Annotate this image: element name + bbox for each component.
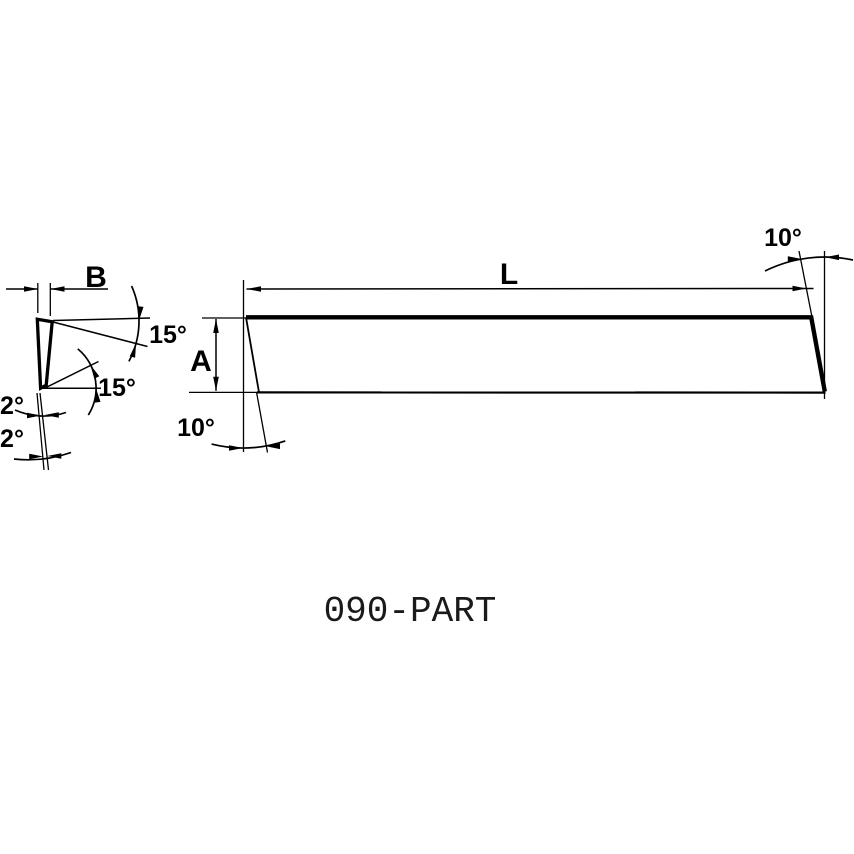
label-taper-angle-2: 2° (0, 425, 24, 453)
label-width: B (85, 261, 107, 294)
dimension-height: A (189, 317, 259, 394)
ext-line-right-slant (798, 250, 813, 317)
angle-arc-bottom-left (211, 440, 286, 449)
arrowhead-taper2-left (29, 453, 44, 460)
arrowhead-length-right (792, 285, 807, 292)
angle-arc-taper-2 (13, 451, 72, 461)
arrowhead-taper2-right (47, 453, 62, 459)
label-height: A (190, 345, 212, 378)
arrowhead-upper15-top (137, 306, 144, 321)
dimension-angle-bottom-left: 10° (177, 391, 286, 453)
side-view: L A 10° 10° (177, 224, 854, 453)
arrowhead-taper1-left (27, 412, 41, 419)
ray-lower-slant (45, 360, 99, 389)
label-angle-upper-15: 15° (149, 321, 187, 349)
label-angle-top-right: 10° (764, 224, 802, 252)
taper-line-left (36, 392, 45, 471)
part-right-edge (808, 315, 827, 392)
arrowhead-lower15-top (90, 365, 100, 379)
dimension-angle-lower-15: 15° (43, 348, 136, 416)
wedge-profile (35, 317, 54, 391)
dim-line-length (246, 287, 814, 290)
arrowhead-height-top (213, 319, 219, 333)
arrowhead-width-left (24, 286, 38, 292)
angle-arc-top-right (764, 256, 854, 272)
arrowhead-taper1-right (44, 412, 59, 418)
arrowhead-tr-angle-right (825, 254, 839, 261)
angle-arc-lower-15 (77, 348, 97, 416)
angle-arc-taper-1 (14, 409, 67, 417)
ext-line-slant-below (255, 391, 269, 453)
label-taper-angle-1: 2° (0, 392, 24, 420)
arrowhead-width-right (50, 286, 65, 292)
arrowhead-bl-angle-left (229, 445, 243, 451)
dimension-angle-upper-15: 15° (52, 285, 187, 362)
label-angle-bottom-left: 10° (177, 414, 215, 442)
dimension-taper-angles: 2° 2° (0, 392, 72, 471)
drawing-title: 090-PART (324, 591, 497, 632)
part-left-edge (245, 317, 260, 393)
ray-upper-slant (52, 321, 148, 348)
taper-line-right (39, 392, 50, 471)
arrowhead-tr-angle-left (787, 256, 802, 262)
arrowhead-height-bottom (213, 376, 219, 391)
ray-upper-horizontal (52, 317, 151, 322)
arrowhead-bl-angle-right (266, 443, 280, 450)
front-view: B 15° 15° 2° (0, 261, 187, 471)
arrowhead-lower15-bottom (94, 388, 101, 403)
dimension-angle-top-right: 10° (764, 224, 854, 399)
label-angle-lower-15: 15° (98, 374, 136, 402)
arrowhead-length-left (247, 286, 261, 292)
dimension-width: B (6, 261, 108, 316)
label-length: L (500, 258, 518, 291)
dimension-length: L (242, 250, 814, 452)
arrowhead-upper15-bottom (129, 343, 136, 358)
